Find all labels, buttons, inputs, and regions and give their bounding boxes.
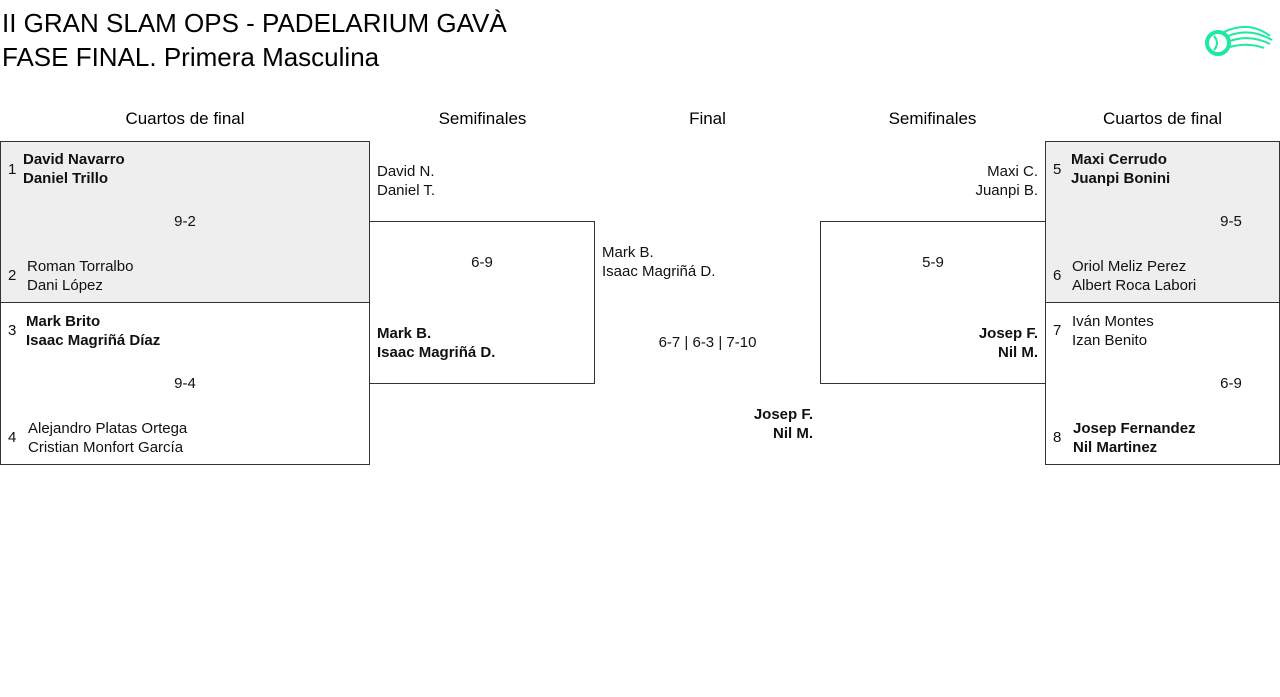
match-score: 5-9 <box>922 254 944 271</box>
player: Mark Brito <box>26 313 101 330</box>
player: Albert Roca Labori <box>1072 277 1197 294</box>
match-qf2: 3 Mark Brito Isaac Magriñá Díaz 9-4 4 Al… <box>0 302 370 465</box>
seed: 6 <box>1053 267 1062 284</box>
player: Daniel T. <box>377 182 436 199</box>
match-qf4: 7 Iván Montes Izan Benito 6-9 8 Josep Fe… <box>1045 302 1280 465</box>
player: Cristian Monfort García <box>28 439 184 456</box>
match-sf2: 5-9 Josep F. Nil M. <box>820 221 1046 384</box>
round-header-sf-left: Semifinales <box>438 109 527 128</box>
player: David N. <box>377 163 435 180</box>
player: Maxi C. <box>987 163 1038 180</box>
seed: 5 <box>1053 161 1062 178</box>
player: Alejandro Platas Ortega <box>28 420 188 437</box>
player: Josep F. <box>978 325 1038 342</box>
match-score: 9-5 <box>1220 213 1242 230</box>
player: Josep Fernandez <box>1073 420 1196 437</box>
match-qf3: 5 Maxi Cerrudo Juanpi Bonini 9-5 6 Oriol… <box>1045 141 1280 303</box>
player: Oriol Meliz Perez <box>1072 258 1187 275</box>
round-header-final: Final <box>689 109 726 128</box>
round-header-qf-right: Cuartos de final <box>1102 109 1223 128</box>
seed: 7 <box>1053 322 1062 339</box>
player: Mark B. <box>377 325 432 342</box>
seed: 4 <box>8 429 17 446</box>
page-title: II GRAN SLAM OPS - PADELARIUM GAVÀ <box>2 8 507 38</box>
round-header-qf-left: Cuartos de final <box>125 109 245 128</box>
page-subtitle: FASE FINAL. Primera Masculina <box>2 42 380 72</box>
player: Juanpi Bonini <box>1071 170 1171 187</box>
player: Maxi Cerrudo <box>1071 151 1167 168</box>
final-score: 6-7 | 6-3 | 7-10 <box>658 334 757 351</box>
match-score: 9-2 <box>174 213 196 230</box>
seed: 3 <box>8 322 17 339</box>
player: Izan Benito <box>1072 332 1148 349</box>
match-score: 6-9 <box>1220 375 1242 392</box>
player: Josep F. <box>753 406 813 423</box>
player: Isaac Magriñá Díaz <box>26 332 161 349</box>
player: Nil Martinez <box>1073 439 1158 456</box>
player: Dani López <box>27 277 103 294</box>
match-sf1: 6-9 Mark B. Isaac Magriñá D. <box>369 221 595 384</box>
match-score: 9-4 <box>174 375 196 392</box>
player: Isaac Magriñá D. <box>602 263 716 280</box>
player: Nil M. <box>773 425 813 442</box>
seed: 8 <box>1053 429 1062 446</box>
padel-ball-logo-icon <box>1205 25 1273 56</box>
player: Isaac Magriñá D. <box>377 344 496 361</box>
match-qf1: 1 David Navarro Daniel Trillo 9-2 2 Roma… <box>0 141 370 303</box>
player: Roman Torralbo <box>27 258 134 275</box>
player: Iván Montes <box>1072 313 1154 330</box>
player: Nil M. <box>998 344 1038 361</box>
player: Juanpi B. <box>975 182 1038 199</box>
match-score: 6-9 <box>471 254 493 271</box>
player: Daniel Trillo <box>23 170 109 187</box>
seed: 1 <box>8 161 17 178</box>
player: David Navarro <box>23 151 125 168</box>
player: Mark B. <box>602 244 654 261</box>
seed: 2 <box>8 267 17 284</box>
round-header-sf-right: Semifinales <box>888 109 977 128</box>
